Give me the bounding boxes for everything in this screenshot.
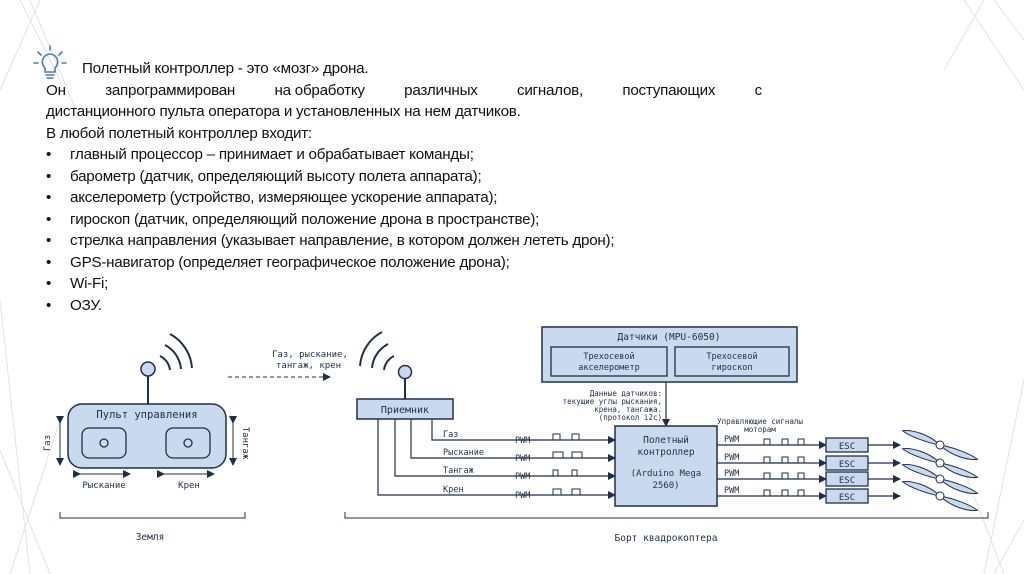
sensors-block: Датчики (MPU-6050) Трехосевой акселероме… (541, 326, 798, 427)
sensor-data-line: (протокол i2c) (599, 413, 662, 422)
sensor-data-line: Данные датчиков: (590, 389, 662, 398)
list-item: Wi-Fi; (46, 273, 762, 295)
component-list: главный процессор – принимает и обрабаты… (46, 144, 762, 316)
list-item: GPS-навигатор (определяет географическое… (46, 252, 762, 274)
controller-label: Полетный (643, 435, 689, 446)
channel-label: Газ (443, 430, 458, 440)
motor-signals-label-2: моторам (744, 425, 776, 434)
propeller-icon (901, 430, 979, 460)
channel-label: Рыскание (443, 448, 484, 458)
pwm-label: PWM (515, 436, 530, 446)
motor-signals-label-1: Управляющие сигналы (717, 417, 803, 426)
lightbulb-icon (33, 45, 67, 79)
controller-label: (Arduino Mega (631, 469, 701, 479)
para-word: с (754, 81, 763, 99)
pwm-label: PWM (724, 453, 739, 463)
text-block: Полетный контроллер - это «мозг» дрона. … (46, 58, 762, 316)
sensors-title: Датчики (MPU-6050) (618, 332, 721, 343)
pwm-label: PWM (515, 454, 530, 464)
propeller-icons (901, 430, 979, 511)
controller-label: 2560) (652, 481, 679, 491)
right-decoration (943, 0, 1024, 574)
signal-waves-icon (159, 333, 193, 371)
esc-label: ESC (839, 493, 855, 503)
remote-label: Пульт управления (96, 409, 197, 421)
left-stick (81, 427, 127, 459)
receiver: Приемник (356, 331, 454, 420)
gyroscope-box (674, 346, 790, 377)
list-item: акселерометр (устройство, измеряющее уск… (46, 187, 762, 209)
list-item: главный процессор – принимает и обрабаты… (46, 144, 762, 166)
pwm-label: PWM (724, 469, 739, 479)
list-item: ОЗУ. (46, 295, 762, 317)
includes-line: В любой полетный контроллер входит: (46, 124, 312, 142)
right-stick (165, 427, 211, 459)
channel-label: Крен (443, 485, 463, 495)
output-channels (717, 438, 827, 500)
remote-control: Пульт управления Газ Тангаж Рыскание Кре… (43, 333, 250, 491)
pwm-label: PWM (515, 491, 530, 501)
para-word: на обработку (274, 81, 365, 99)
pwm-label: PWM (724, 435, 739, 445)
para-word: запрограммирован (105, 81, 236, 99)
ground-bracket (59, 512, 246, 519)
paragraph-line-1: Он запрограммирован на обработку различн… (46, 80, 762, 102)
radio-label-line1: Газ, рыскание, (272, 350, 348, 360)
esc-label: ESC (839, 442, 855, 452)
paragraph-line-2: дистанционного пульта оператора и устано… (46, 103, 521, 120)
yaw-axis-label: Рыскание (82, 481, 125, 491)
esc-label: ESC (839, 460, 855, 470)
input-channels (377, 419, 616, 499)
para-word: поступающих (622, 81, 716, 99)
radio-label-line2: тангаж, крен (276, 361, 341, 371)
title-line: Полетный контроллер - это «мозг» дрона. (82, 60, 369, 77)
list-item: барометр (датчик, определяющий высоту по… (46, 166, 762, 188)
controller-label: контроллер (637, 447, 694, 458)
gas-axis-label: Газ (43, 435, 53, 451)
left-decoration (0, 0, 81, 574)
gyroscope-label-2: гироскоп (712, 363, 753, 373)
propeller-icon (901, 464, 979, 494)
receiver-label: Приемник (381, 405, 429, 416)
pitch-axis-label: Тангаж (240, 427, 250, 460)
channel-label: Тангаж (443, 466, 474, 476)
board-bracket (344, 512, 989, 519)
list-item: стрелка направления (указывает направлен… (46, 230, 762, 252)
gyroscope-label-1: Трехосевой (706, 352, 757, 362)
propeller-icon (901, 481, 979, 511)
para-word: различных (404, 81, 478, 99)
receiver-box (356, 398, 454, 420)
ground-label: Земля (136, 532, 165, 543)
propeller-icon (901, 448, 979, 478)
sensor-data-line: крена, тангажа. (594, 405, 662, 414)
accelerometer-label-2: акселерометр (578, 363, 639, 373)
signal-waves-icon (359, 331, 395, 371)
flight-controller: Полетный контроллер (Arduino Mega 2560) (614, 425, 718, 507)
board-label: Борт квадрокоптера (615, 533, 718, 544)
accelerometer-label-1: Трехосевой (583, 352, 634, 362)
sensor-data-line: текущие углы рыскания, (563, 397, 662, 406)
esc-blocks: ESC ESC ESC ESC (825, 437, 901, 504)
pwm-label: PWM (724, 486, 739, 496)
pwm-label: PWM (515, 472, 530, 482)
esc-label: ESC (839, 476, 855, 486)
roll-axis-label: Крен (178, 481, 200, 491)
para-word: Он (46, 81, 66, 99)
accelerometer-box (550, 346, 668, 377)
list-item: гироскоп (датчик, определяющий положение… (46, 209, 762, 231)
para-word: сигналов, (516, 81, 583, 99)
